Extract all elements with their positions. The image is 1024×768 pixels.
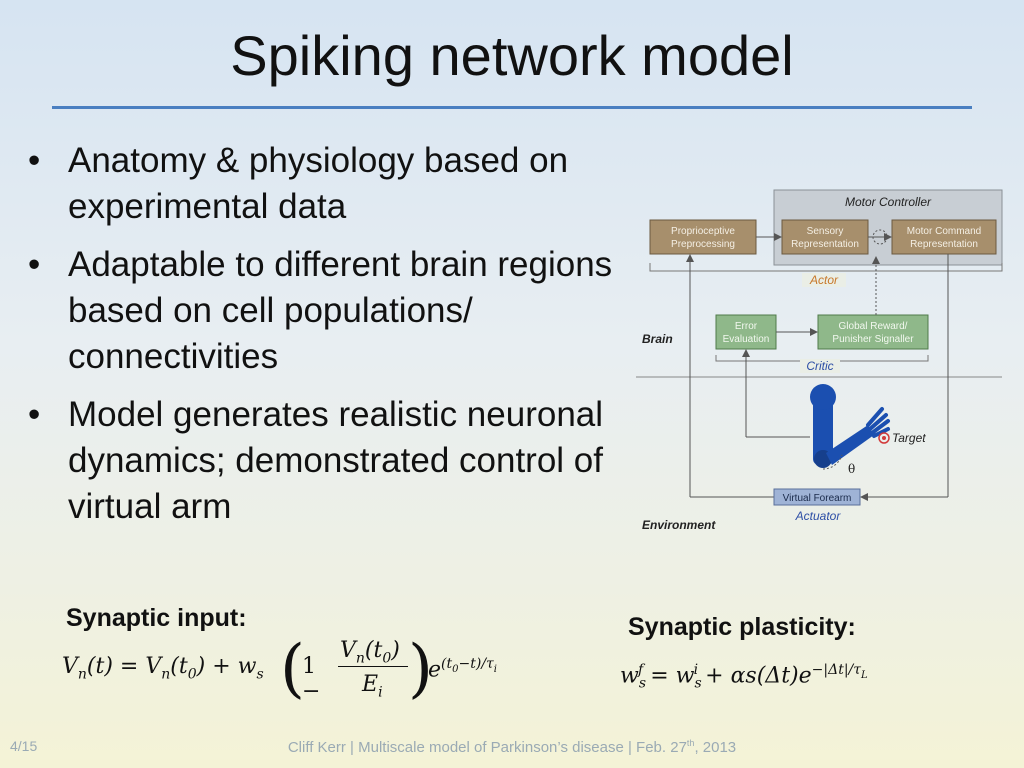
footer-credit-text: Cliff Kerr | Multiscale model of Parkins… — [287, 739, 687, 756]
bullet-text: Adaptable to different brain regions bas… — [68, 245, 613, 376]
footer-credit: Cliff Kerr | Multiscale model of Parkins… — [0, 738, 1024, 756]
synaptic-plasticity-label: Synaptic plasticity: — [628, 613, 856, 641]
bullet-list: • Anatomy & physiology based on experime… — [28, 138, 628, 542]
sensory-label-2: Representation — [791, 239, 859, 250]
synaptic-plasticity-equation: wsf = wsi + αs(Δt)e−|Δt|/τL — [620, 662, 868, 692]
critic-label: Critic — [806, 359, 833, 373]
bullet-symbol: • — [28, 245, 41, 284]
sensory-box — [781, 219, 869, 255]
proprioceptive-label-1: Proprioceptive — [671, 226, 735, 237]
sensory-label-1: Sensory — [807, 226, 844, 237]
motor-controller-label: Motor Controller — [845, 195, 932, 209]
synaptic-input-label: Synaptic input: — [66, 604, 247, 632]
virtual-arm-icon — [810, 384, 890, 470]
brain-label: Brain — [642, 332, 673, 346]
actor-label: Actor — [809, 273, 839, 287]
bullet-symbol: • — [28, 395, 41, 434]
slide-title: Spiking network model — [230, 24, 794, 87]
virtual-forearm-label: Virtual Forearm — [783, 493, 852, 504]
actor-critic-diagram: Motor Controller Proprioceptive Preproce… — [636, 189, 1003, 532]
error-label-1: Error — [735, 321, 758, 332]
bullet-symbol: • — [28, 141, 41, 180]
bullet-text: Model generates realistic neuronal dynam… — [68, 395, 604, 526]
motor-command-box — [891, 219, 997, 255]
bullet-item: • Model generates realistic neuronal dyn… — [28, 392, 628, 530]
target-label: Target — [892, 431, 926, 445]
proprioceptive-label-2: Preprocessing — [671, 239, 735, 250]
proprioceptive-box — [649, 219, 757, 255]
virtual-forearm-box — [773, 488, 861, 506]
environment-label: Environment — [642, 518, 716, 532]
bullet-item: • Anatomy & physiology based on experime… — [28, 138, 628, 230]
actuator-label: Actuator — [795, 509, 842, 523]
footer-credit-year: , 2013 — [694, 739, 737, 756]
global-reward-label-2: Punisher Signaller — [832, 334, 914, 345]
bullet-item: • Adaptable to different brain regions b… — [28, 242, 628, 380]
global-reward-box — [817, 314, 929, 350]
title-underline — [52, 106, 972, 109]
slide-number: 4/15 — [10, 738, 38, 754]
global-reward-label-1: Global Reward/ — [839, 321, 908, 332]
error-label-2: Evaluation — [723, 334, 770, 345]
footer-credit-sup: th — [686, 738, 695, 748]
motor-command-label-2: Representation — [910, 239, 978, 250]
theta-label: θ — [848, 462, 855, 476]
motor-command-label-1: Motor Command — [907, 226, 981, 237]
bullet-text: Anatomy & physiology based on experiment… — [68, 141, 569, 226]
target-icon — [878, 432, 890, 444]
